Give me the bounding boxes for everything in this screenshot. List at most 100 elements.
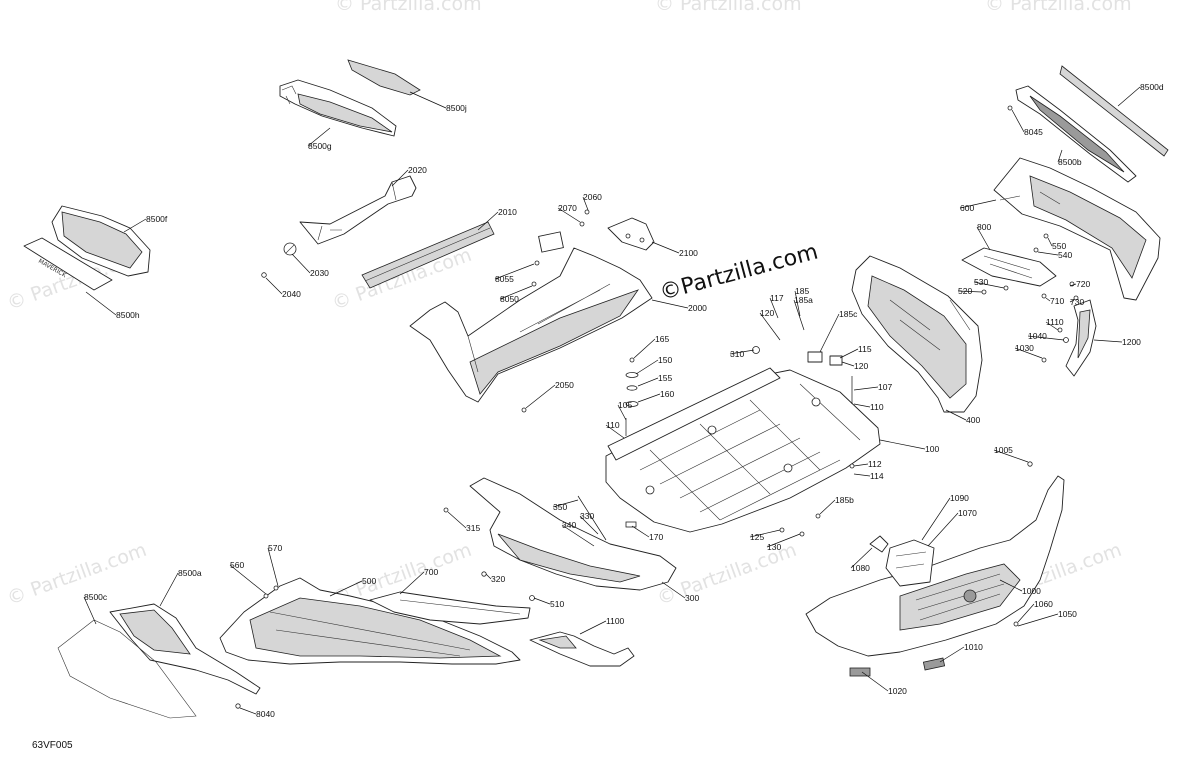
part-frontbody-400[interactable]	[851, 255, 983, 413]
callout-label[interactable]: 1110	[1046, 317, 1064, 327]
part-cover-8500f[interactable]	[51, 205, 151, 277]
callout-label[interactable]: 8500j	[446, 103, 467, 113]
callout-label[interactable]: 2070	[558, 203, 577, 213]
callout-label[interactable]: 105	[618, 400, 632, 410]
callout-label[interactable]: 1050	[1058, 609, 1077, 619]
callout-label[interactable]: 165	[655, 334, 669, 344]
part-screw-125[interactable]	[779, 527, 785, 533]
callout-label[interactable]: 2000	[688, 303, 707, 313]
callout-label[interactable]: 710	[1050, 296, 1064, 306]
callout-label[interactable]: 300	[685, 593, 699, 603]
part-screw-540[interactable]	[1033, 247, 1039, 253]
callout-label[interactable]: 2050	[555, 380, 574, 390]
part-screw-2070[interactable]	[579, 221, 585, 227]
part-screw-530[interactable]	[1003, 285, 1009, 291]
callout-label[interactable]: 1005	[994, 445, 1013, 455]
part-console-2000[interactable]	[409, 231, 653, 403]
part-screw-315[interactable]	[443, 507, 449, 513]
callout-label[interactable]: 8500b	[1058, 157, 1082, 167]
callout-label[interactable]: 8050	[500, 294, 519, 304]
callout-label[interactable]: 510	[550, 599, 564, 609]
callout-label[interactable]: 160	[660, 389, 674, 399]
part-trim-8500b[interactable]	[1015, 85, 1137, 183]
callout-label[interactable]: 600	[960, 203, 974, 213]
callout-label[interactable]: 100	[925, 444, 939, 454]
part-screw-185b[interactable]	[815, 513, 821, 519]
part-screw-550[interactable]	[1043, 233, 1049, 239]
callout-label[interactable]: 2020	[408, 165, 427, 175]
callout-label[interactable]: 730	[1070, 297, 1084, 307]
part-screw-320[interactable]	[481, 571, 487, 577]
part-panel-800[interactable]	[961, 247, 1057, 287]
part-clip-510[interactable]	[529, 595, 535, 601]
part-clip-560[interactable]	[263, 593, 269, 599]
part-screw-2060[interactable]	[584, 209, 590, 215]
callout-label[interactable]: 800	[977, 222, 991, 232]
part-sidepanel-500[interactable]	[219, 577, 521, 665]
callout-label[interactable]: 520	[958, 286, 972, 296]
callout-label[interactable]: 150	[658, 355, 672, 365]
callout-label[interactable]: 330	[580, 511, 594, 521]
callout-label[interactable]: 8500h	[116, 310, 140, 320]
callout-label[interactable]: 1030	[1015, 343, 1034, 353]
callout-label[interactable]: 2030	[310, 268, 329, 278]
part-screw-2040[interactable]	[261, 272, 267, 278]
callout-label[interactable]: 550	[1052, 241, 1066, 251]
callout-label[interactable]: 114	[870, 471, 884, 481]
callout-label[interactable]: 2010	[498, 207, 517, 217]
callout-label[interactable]: 115	[858, 344, 872, 354]
part-reflector-1010[interactable]	[922, 657, 946, 671]
callout-label[interactable]: 117	[770, 293, 784, 303]
callout-label[interactable]: 8500f	[146, 214, 168, 224]
part-bracket-2100[interactable]	[607, 217, 655, 251]
part-screw-2050[interactable]	[521, 407, 527, 413]
callout-label[interactable]: 1010	[964, 642, 983, 652]
callout-label[interactable]: 8045	[1024, 127, 1043, 137]
part-screw-1005[interactable]	[1027, 461, 1033, 467]
callout-label[interactable]: 530	[974, 277, 988, 287]
callout-label[interactable]: 1020	[888, 686, 907, 696]
callout-label[interactable]: 130	[767, 542, 781, 552]
part-bracket-1080[interactable]	[869, 535, 935, 587]
part-clip-170[interactable]	[625, 521, 637, 528]
callout-label[interactable]: 400	[966, 415, 980, 425]
part-screw-8040[interactable]	[235, 703, 241, 709]
callout-label[interactable]: 1200	[1122, 337, 1141, 347]
part-washer-stack-150[interactable]	[625, 357, 639, 407]
part-trim-300[interactable]	[469, 477, 677, 591]
callout-label[interactable]: 185c	[839, 309, 858, 319]
part-screw-1060[interactable]	[1013, 621, 1019, 627]
callout-label[interactable]: 185b	[835, 495, 854, 505]
part-trim-1100[interactable]	[529, 631, 635, 667]
part-bar-350[interactable]	[577, 495, 607, 541]
part-clip-570[interactable]	[273, 585, 279, 591]
callout-label[interactable]: 1060	[1034, 599, 1053, 609]
callout-label[interactable]: 1090	[950, 493, 969, 503]
part-rocker-700[interactable]	[369, 591, 531, 625]
callout-label[interactable]: 315	[466, 523, 480, 533]
part-decal-8500j[interactable]	[347, 59, 421, 96]
part-bracket-185c[interactable]	[807, 351, 843, 366]
callout-label[interactable]: 107	[878, 382, 892, 392]
part-bracket-2020[interactable]	[299, 175, 417, 245]
callout-label[interactable]: 8055	[495, 274, 514, 284]
callout-label[interactable]: 570	[268, 543, 282, 553]
part-screw-730[interactable]	[1073, 295, 1079, 301]
callout-label[interactable]: 540	[1058, 250, 1072, 260]
callout-label[interactable]: 350	[553, 502, 567, 512]
callout-label[interactable]: 110	[606, 420, 620, 430]
callout-label[interactable]: 1080	[851, 563, 870, 573]
part-clip-2030[interactable]	[283, 242, 297, 256]
callout-label[interactable]: 720	[1076, 279, 1090, 289]
callout-label[interactable]: 1070	[958, 508, 977, 518]
callout-label[interactable]: 110	[870, 402, 884, 412]
callout-label[interactable]: 2040	[282, 289, 301, 299]
part-bracket-1200[interactable]	[1065, 299, 1097, 377]
callout-label[interactable]: 112	[868, 459, 882, 469]
callout-label[interactable]: 1040	[1028, 331, 1047, 341]
callout-label[interactable]: 1000	[1022, 586, 1041, 596]
part-screw-710[interactable]	[1041, 293, 1047, 299]
part-panel-8500g[interactable]	[279, 79, 397, 137]
part-screw-8045[interactable]	[1007, 105, 1013, 111]
callout-label[interactable]: 8040	[256, 709, 275, 719]
